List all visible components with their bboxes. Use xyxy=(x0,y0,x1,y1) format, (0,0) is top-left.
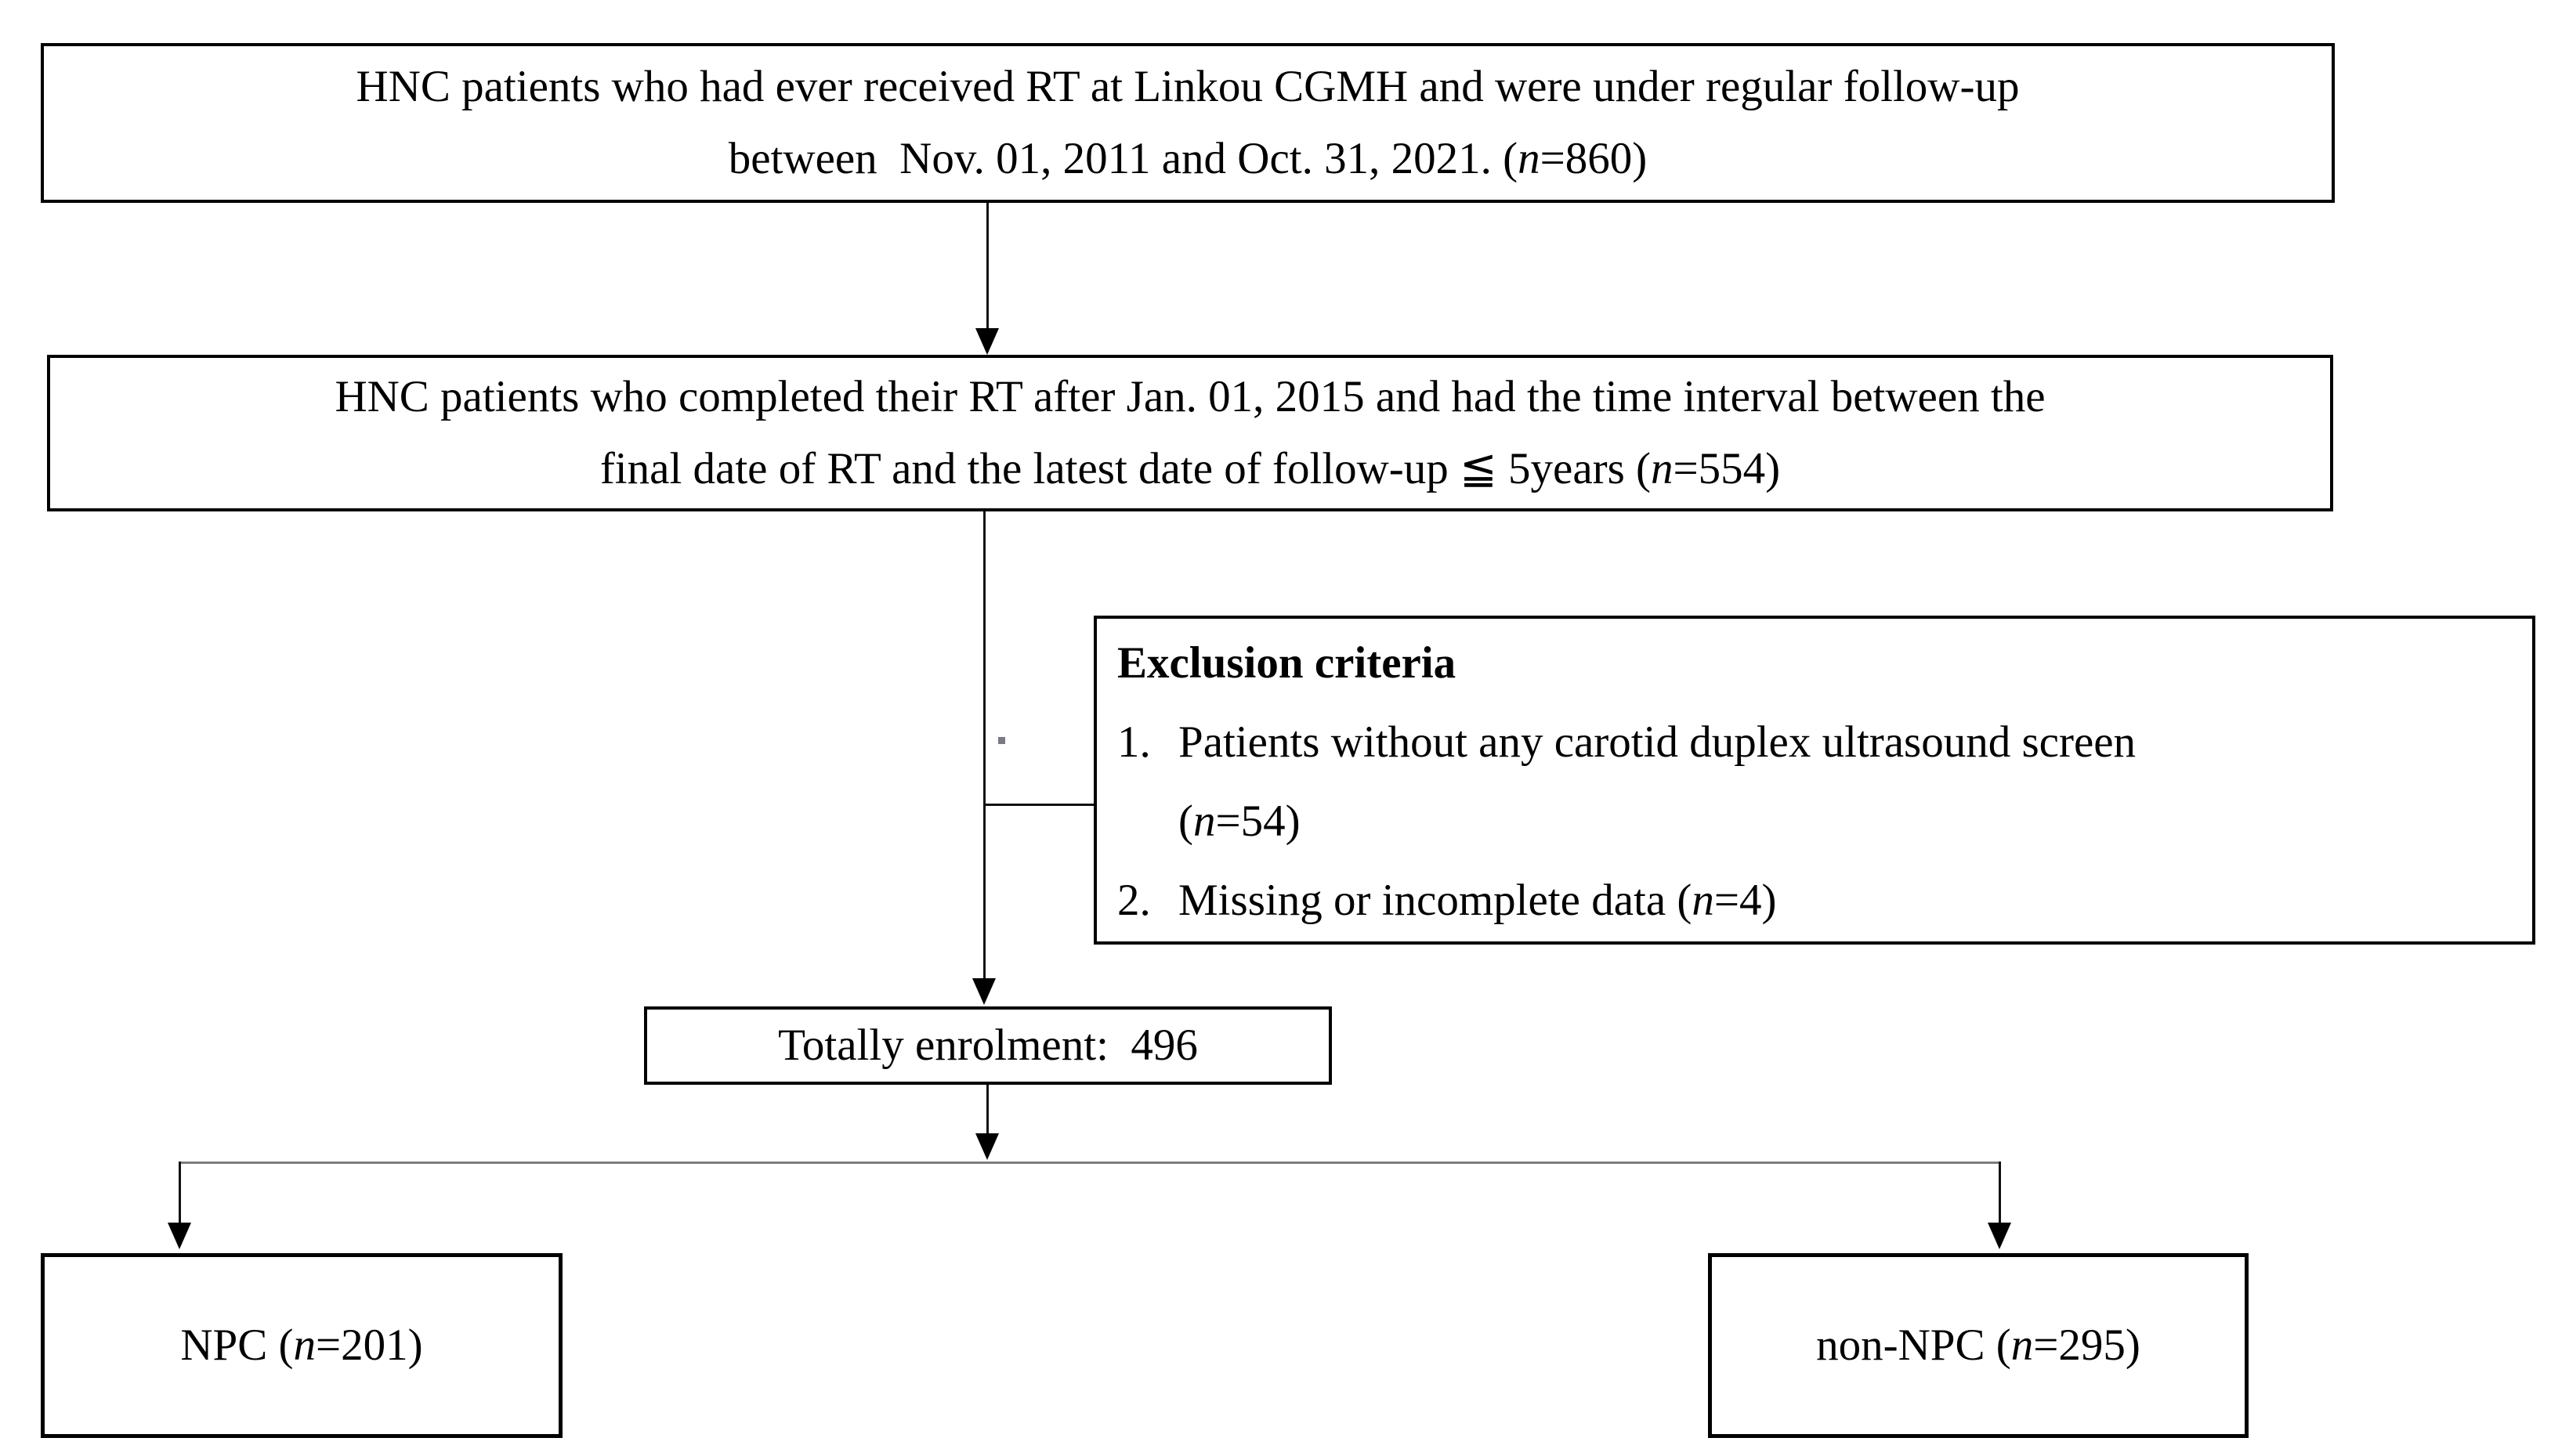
arrow-total-to-split-head-icon xyxy=(975,1133,999,1160)
text-line: 2. Missing or incomplete data (n=4) xyxy=(1117,861,2512,940)
text-segment: final date of RT and the latest date of … xyxy=(599,444,1652,493)
text-segment: n xyxy=(1192,797,1216,846)
box-total-enrolment: Totally enrolment: 496 xyxy=(644,1006,1332,1085)
text-segment: n xyxy=(2010,1321,2034,1370)
box-cohort-window: HNC patients who completed their RT afte… xyxy=(47,355,2333,511)
text-line: non-NPC (n=295) xyxy=(1712,1314,2245,1377)
text-segment: between Nov. 01, 2011 and Oct. 31, 2021.… xyxy=(728,134,1518,183)
box-npc: NPC (n=201) xyxy=(41,1253,563,1438)
text-segment: Exclusion criteria xyxy=(1117,638,1456,688)
text-line: between Nov. 01, 2011 and Oct. 31, 2021.… xyxy=(44,123,2332,195)
exclusion-connector-line xyxy=(983,804,1095,806)
text-segment: Patients without any carotid duplex ultr… xyxy=(1178,717,2137,767)
arrow-split-to-non-npc-stem xyxy=(1999,1162,2001,1224)
box-cohort-all: HNC patients who had ever received RT at… xyxy=(41,43,2335,203)
text-line: NPC (n=201) xyxy=(45,1314,559,1377)
text-line: (n=54) xyxy=(1117,782,2512,861)
arrow-window-to-total-head-icon xyxy=(972,978,996,1005)
text-segment: =554) xyxy=(1673,444,1781,493)
text-segment: Missing or incomplete data ( xyxy=(1178,876,1692,925)
text-segment: =54) xyxy=(1215,797,1301,846)
text-segment: 2. xyxy=(1117,876,1151,925)
text-segment: NPC ( xyxy=(180,1321,294,1370)
text-line: HNC patients who completed their RT afte… xyxy=(50,361,2330,433)
text-line: 1. Patients without any carotid duplex ul… xyxy=(1117,703,2512,782)
arrow-split-to-non-npc-head-icon xyxy=(1988,1223,2011,1249)
box-non-npc: non-NPC (n=295) xyxy=(1708,1253,2249,1438)
stray-dot xyxy=(998,737,1005,744)
arrow-cohort-to-window-head-icon xyxy=(975,328,999,355)
text-segment: =4) xyxy=(1713,876,1777,925)
text-segment: =295) xyxy=(2033,1321,2140,1370)
arrow-cohort-to-window-stem xyxy=(986,203,989,330)
text-segment: non-NPC ( xyxy=(1816,1321,2011,1370)
text-segment: HNC patients who had ever received RT at… xyxy=(356,62,2020,111)
text-segment: n xyxy=(293,1321,316,1370)
text-segment: n xyxy=(1651,444,1674,493)
text-segment: =201) xyxy=(315,1321,423,1370)
arrow-window-to-total-stem xyxy=(983,511,986,978)
text-segment: n xyxy=(1518,134,1540,183)
text-segment: Totally enrolment: 496 xyxy=(778,1021,1198,1070)
text-segment: 1. xyxy=(1117,717,1151,767)
text-line: Exclusion criteria xyxy=(1117,623,2512,703)
text-segment: HNC patients who completed their RT afte… xyxy=(335,372,2046,421)
text-segment: n xyxy=(1692,876,1714,925)
text-line: HNC patients who had ever received RT at… xyxy=(44,51,2332,123)
arrow-total-to-split-stem xyxy=(986,1085,989,1136)
text-segment: =860) xyxy=(1540,134,1648,183)
split-line xyxy=(179,1162,2001,1164)
arrow-split-to-npc-stem xyxy=(179,1162,181,1224)
box-exclusion-criteria: Exclusion criteria 1. Patients without any… xyxy=(1094,616,2535,945)
arrow-split-to-npc-head-icon xyxy=(168,1223,191,1249)
text-segment: ( xyxy=(1178,797,1193,846)
text-line: final date of RT and the latest date of … xyxy=(50,433,2330,505)
text-line: Totally enrolment: 496 xyxy=(647,1011,1329,1080)
